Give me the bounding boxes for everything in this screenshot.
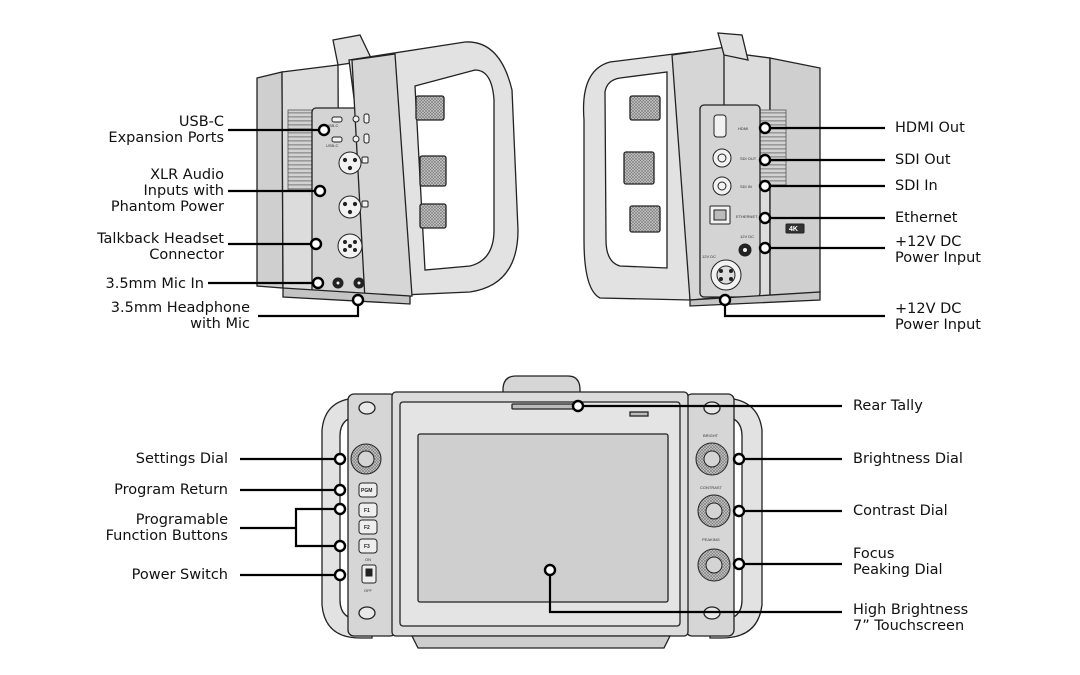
left-side-view bbox=[256, 34, 519, 305]
panel-dc-large-text: 12V DC bbox=[702, 254, 716, 259]
label-xlr-audio-inputs: XLR Audio Inputs with Phantom Power bbox=[110, 167, 224, 215]
panel-sdi-out-text: SDI OUT bbox=[740, 156, 757, 161]
button-f3-text: F3 bbox=[364, 544, 370, 550]
label-sdi-in: SDI In bbox=[895, 178, 938, 194]
label-sdi-out: SDI Out bbox=[895, 152, 951, 168]
button-f1-text: F1 bbox=[364, 508, 370, 514]
label-programable-function-buttons: Programable Function Buttons bbox=[105, 512, 228, 544]
label-settings-dial: Settings Dial bbox=[135, 451, 228, 467]
label-high-brightness-touchscreen: High Brightness 7” Touchscreen bbox=[853, 602, 969, 634]
label-mic-in: 3.5mm Mic In bbox=[105, 276, 204, 292]
panel-sdi-in-text: SDI IN bbox=[740, 184, 752, 189]
label-brightness-dial: Brightness Dial bbox=[853, 451, 963, 467]
label-power-switch: Power Switch bbox=[131, 567, 228, 583]
dial-contrast-text: CONTRAST bbox=[700, 485, 723, 490]
label-ethernet: Ethernet bbox=[895, 210, 958, 226]
panel-ethernet-text: ETHERNET bbox=[736, 214, 758, 219]
label-usb-c-expansion-ports: USB-C Expansion Ports bbox=[108, 114, 224, 146]
right-connector-panel bbox=[709, 114, 805, 291]
label-rear-tally: Rear Tally bbox=[853, 398, 923, 414]
badge-4k-text: 4K bbox=[789, 226, 798, 233]
switch-on-text: ON bbox=[365, 557, 371, 562]
label-talkback-headset-connector: Talkback Headset Connector bbox=[97, 231, 224, 263]
left-connector-panel bbox=[331, 113, 370, 289]
dial-bright-text: BRIGHT bbox=[703, 433, 719, 438]
leader-lines bbox=[208, 126, 885, 614]
right-side-view bbox=[582, 32, 821, 307]
label-hdmi-out: HDMI Out bbox=[895, 120, 965, 136]
front-view bbox=[321, 375, 763, 649]
front-controls bbox=[350, 442, 731, 584]
panel-dc-small-text: 12V DC bbox=[740, 234, 754, 239]
label-focus-peaking-dial: Focus Peaking Dial bbox=[853, 546, 943, 578]
label-dc-power-input-2: +12V DC Power Input bbox=[895, 301, 981, 333]
switch-off-text: OFF bbox=[364, 588, 373, 593]
label-headphone-with-mic: 3.5mm Headphone with Mic bbox=[110, 300, 250, 332]
label-dc-power-input-1: +12V DC Power Input bbox=[895, 234, 981, 266]
panel-hdmi-text: HDMI bbox=[738, 126, 748, 131]
panel-usbc-a-text: USB-C bbox=[326, 123, 339, 128]
dial-peaking-text: PEAKING bbox=[702, 537, 720, 542]
label-program-return: Program Return bbox=[114, 482, 228, 498]
button-f2-text: F2 bbox=[364, 525, 370, 531]
label-contrast-dial: Contrast Dial bbox=[853, 503, 948, 519]
panel-usbc-b-text: USB-C bbox=[326, 143, 339, 148]
leader-endpoints bbox=[309, 121, 772, 582]
button-pgm-text: PGM bbox=[361, 488, 372, 494]
